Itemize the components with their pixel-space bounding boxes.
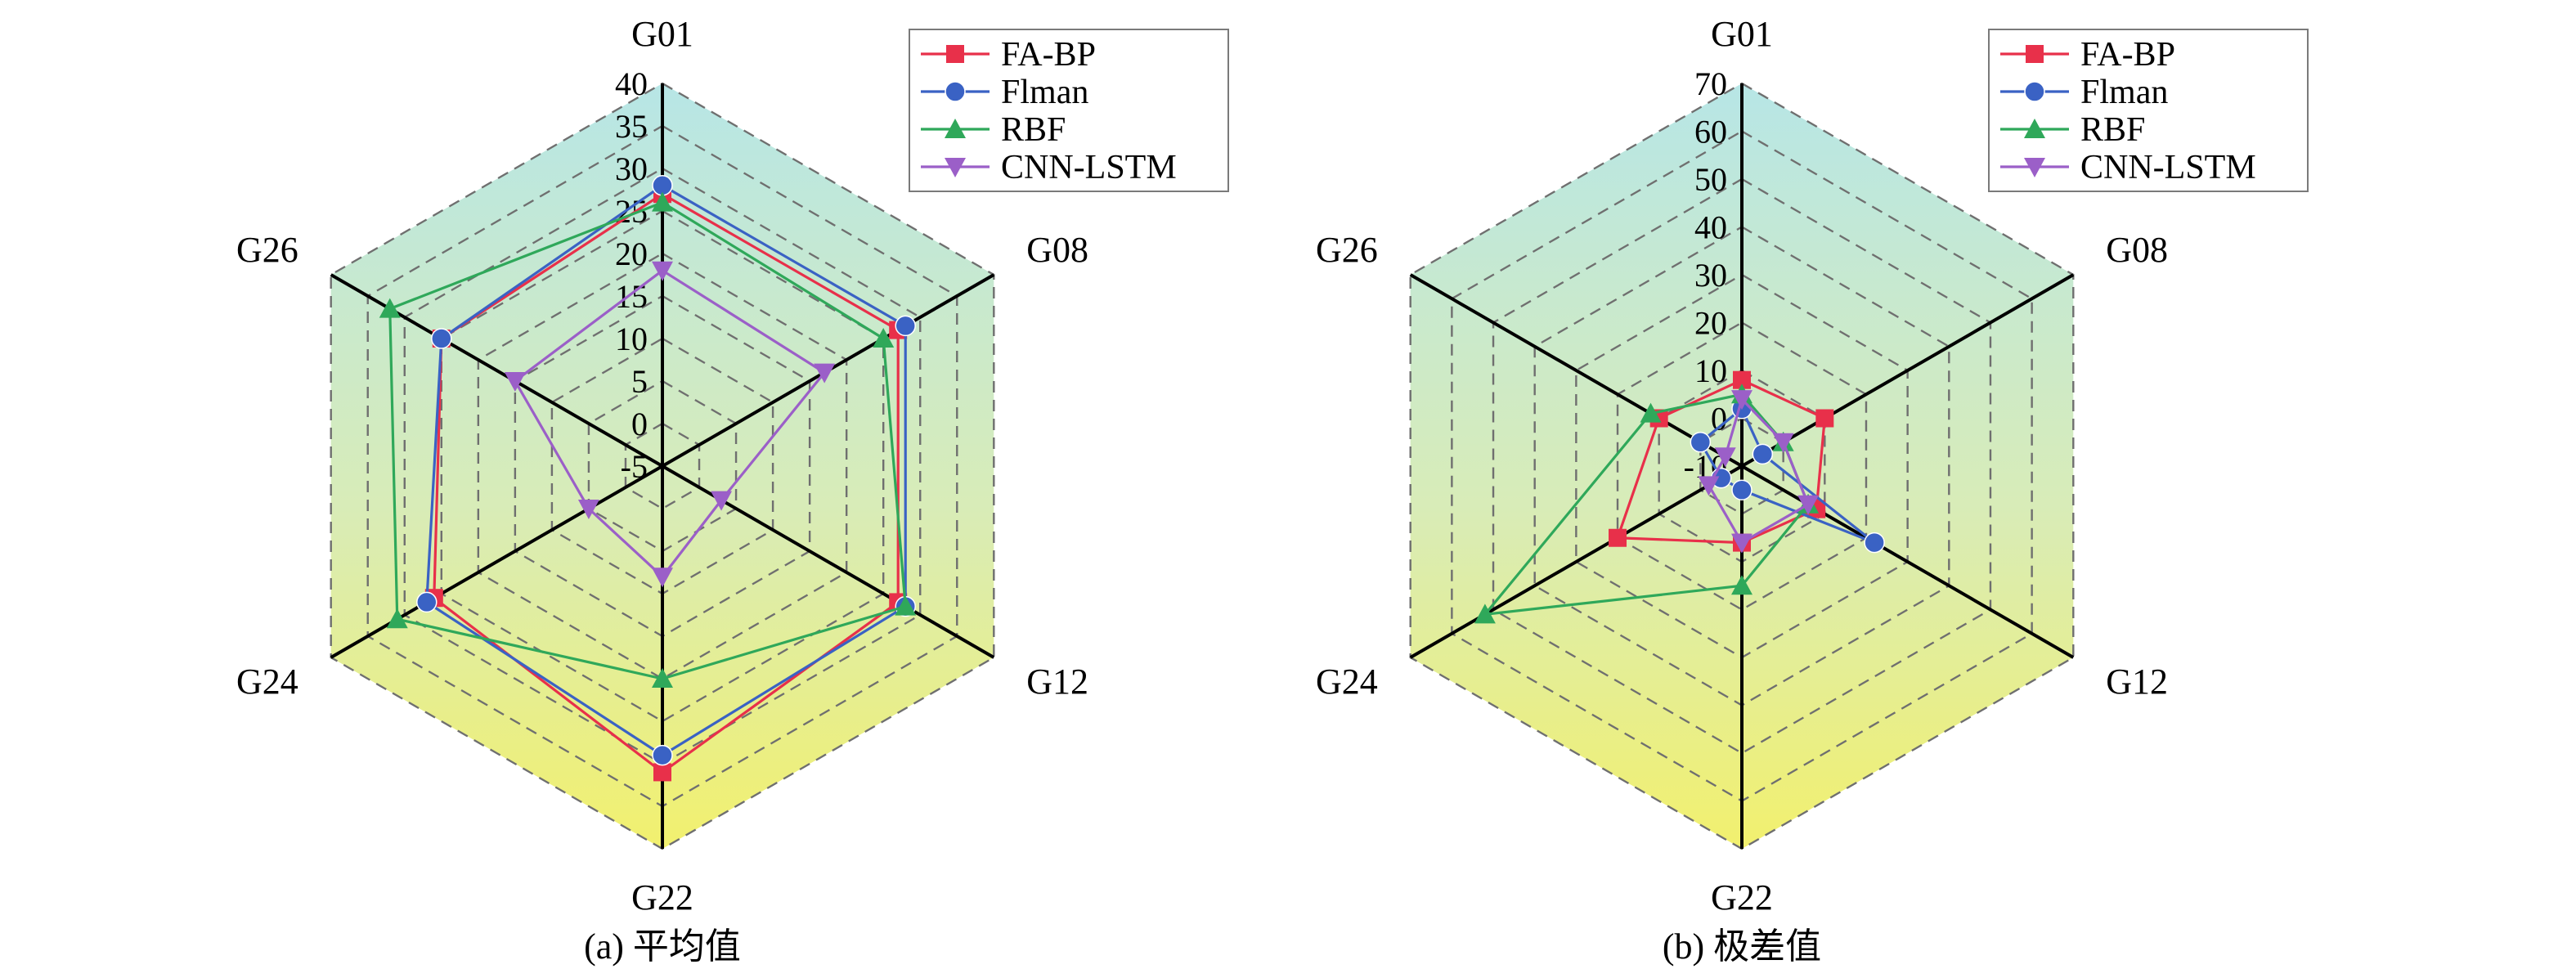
radial-tick-label: 5: [631, 363, 648, 400]
axis-spoke: [1740, 273, 2075, 468]
axis-spoke: [1409, 464, 1743, 659]
radial-tick-label: 0: [631, 406, 648, 442]
series-point: [1731, 575, 1752, 595]
radial-tick-label: 10: [615, 321, 648, 357]
series-point: [895, 315, 916, 337]
radial-tick-label: 50: [1694, 161, 1727, 198]
legend-marker: [945, 119, 966, 138]
series-point: [652, 191, 673, 212]
legend-marker: [2024, 119, 2045, 138]
series-point: [1815, 409, 1834, 428]
category-label: G26: [236, 230, 298, 270]
series-point: [577, 500, 599, 519]
series-point: [379, 298, 401, 318]
legend-marker: [2024, 158, 2045, 177]
legend-marker: [945, 81, 966, 102]
radial-tick-label: 40: [615, 65, 648, 102]
axis-spoke: [330, 464, 663, 659]
legend-label: RBF: [2080, 111, 2145, 149]
category-label: G08: [1026, 230, 1088, 270]
legend-marker: [2024, 81, 2045, 102]
category-label: G12: [1026, 662, 1088, 702]
series-point: [1797, 495, 1820, 515]
category-label: G22: [631, 877, 693, 917]
series-point: [652, 744, 673, 766]
radial-tick-label: 60: [1694, 114, 1727, 150]
radial-tick-label: 30: [1694, 257, 1727, 294]
category-label: G24: [236, 662, 298, 702]
legend-label: FA-BP: [2080, 36, 2175, 74]
series-point: [652, 568, 673, 588]
legend-marker: [2026, 45, 2044, 63]
axis-spoke: [1740, 464, 2075, 659]
radar-chart-a: -50510152025303540G01G08G12G22G24G26FA-B…: [236, 14, 1229, 917]
series-point: [504, 372, 526, 392]
series-point: [1698, 476, 1720, 496]
series-point: [1772, 433, 1794, 453]
legend-label: CNN-LSTM: [2080, 149, 2256, 186]
legend-label: RBF: [1001, 111, 1066, 149]
series-point: [1864, 532, 1885, 554]
radial-tick-label: 40: [1694, 209, 1727, 246]
series-point: [1731, 479, 1752, 500]
axis-spoke: [1409, 273, 1743, 468]
category-label: G22: [1711, 877, 1773, 917]
series-point: [814, 363, 836, 384]
category-label: G01: [631, 14, 693, 54]
series-point: [1640, 402, 1662, 423]
series-point: [431, 328, 452, 349]
radial-tick-label: -5: [621, 448, 648, 485]
radial-tick-label: 35: [615, 108, 648, 145]
radial-tick-label: 70: [1694, 65, 1727, 102]
series-point: [1609, 528, 1627, 547]
series-point: [873, 328, 895, 348]
category-label: G24: [1316, 662, 1378, 702]
series-point: [416, 591, 438, 613]
radial-tick-label: 10: [1694, 352, 1727, 389]
category-label: G08: [2106, 230, 2168, 270]
radial-tick-label: 0: [1711, 401, 1727, 437]
radial-tick-label: 20: [1694, 305, 1727, 342]
legend-label: Flman: [1001, 74, 1088, 111]
legend-label: Flman: [2080, 74, 2168, 111]
radial-tick-label: 20: [615, 236, 648, 272]
category-label: G12: [2106, 662, 2168, 702]
series-point: [1474, 603, 1496, 624]
category-label: G26: [1316, 230, 1378, 270]
radial-tick-label: 30: [615, 150, 648, 187]
series-point: [1752, 443, 1774, 465]
legend-marker: [945, 158, 966, 177]
radial-tick-label: 15: [615, 278, 648, 315]
radar-chart-b: -10010203040506070G01G08G12G22G24G26FA-B…: [1316, 14, 2309, 917]
series-point: [1731, 390, 1752, 410]
legend-marker: [946, 45, 964, 63]
legend-label: FA-BP: [1001, 36, 1096, 74]
series-point: [1690, 432, 1712, 453]
series-point: [652, 668, 673, 688]
series-point: [1714, 447, 1736, 468]
series-point: [711, 491, 733, 511]
legend-label: CNN-LSTM: [1001, 149, 1177, 186]
series-point: [653, 763, 671, 782]
series-point: [895, 595, 917, 616]
series-point: [1731, 533, 1752, 554]
series-point: [386, 608, 408, 629]
caption-a: (a) 平均值: [584, 926, 741, 967]
category-label: G01: [1711, 14, 1773, 54]
series-point: [652, 261, 673, 281]
series-point: [1733, 370, 1751, 389]
caption-b: (b) 极差值: [1663, 926, 1821, 967]
